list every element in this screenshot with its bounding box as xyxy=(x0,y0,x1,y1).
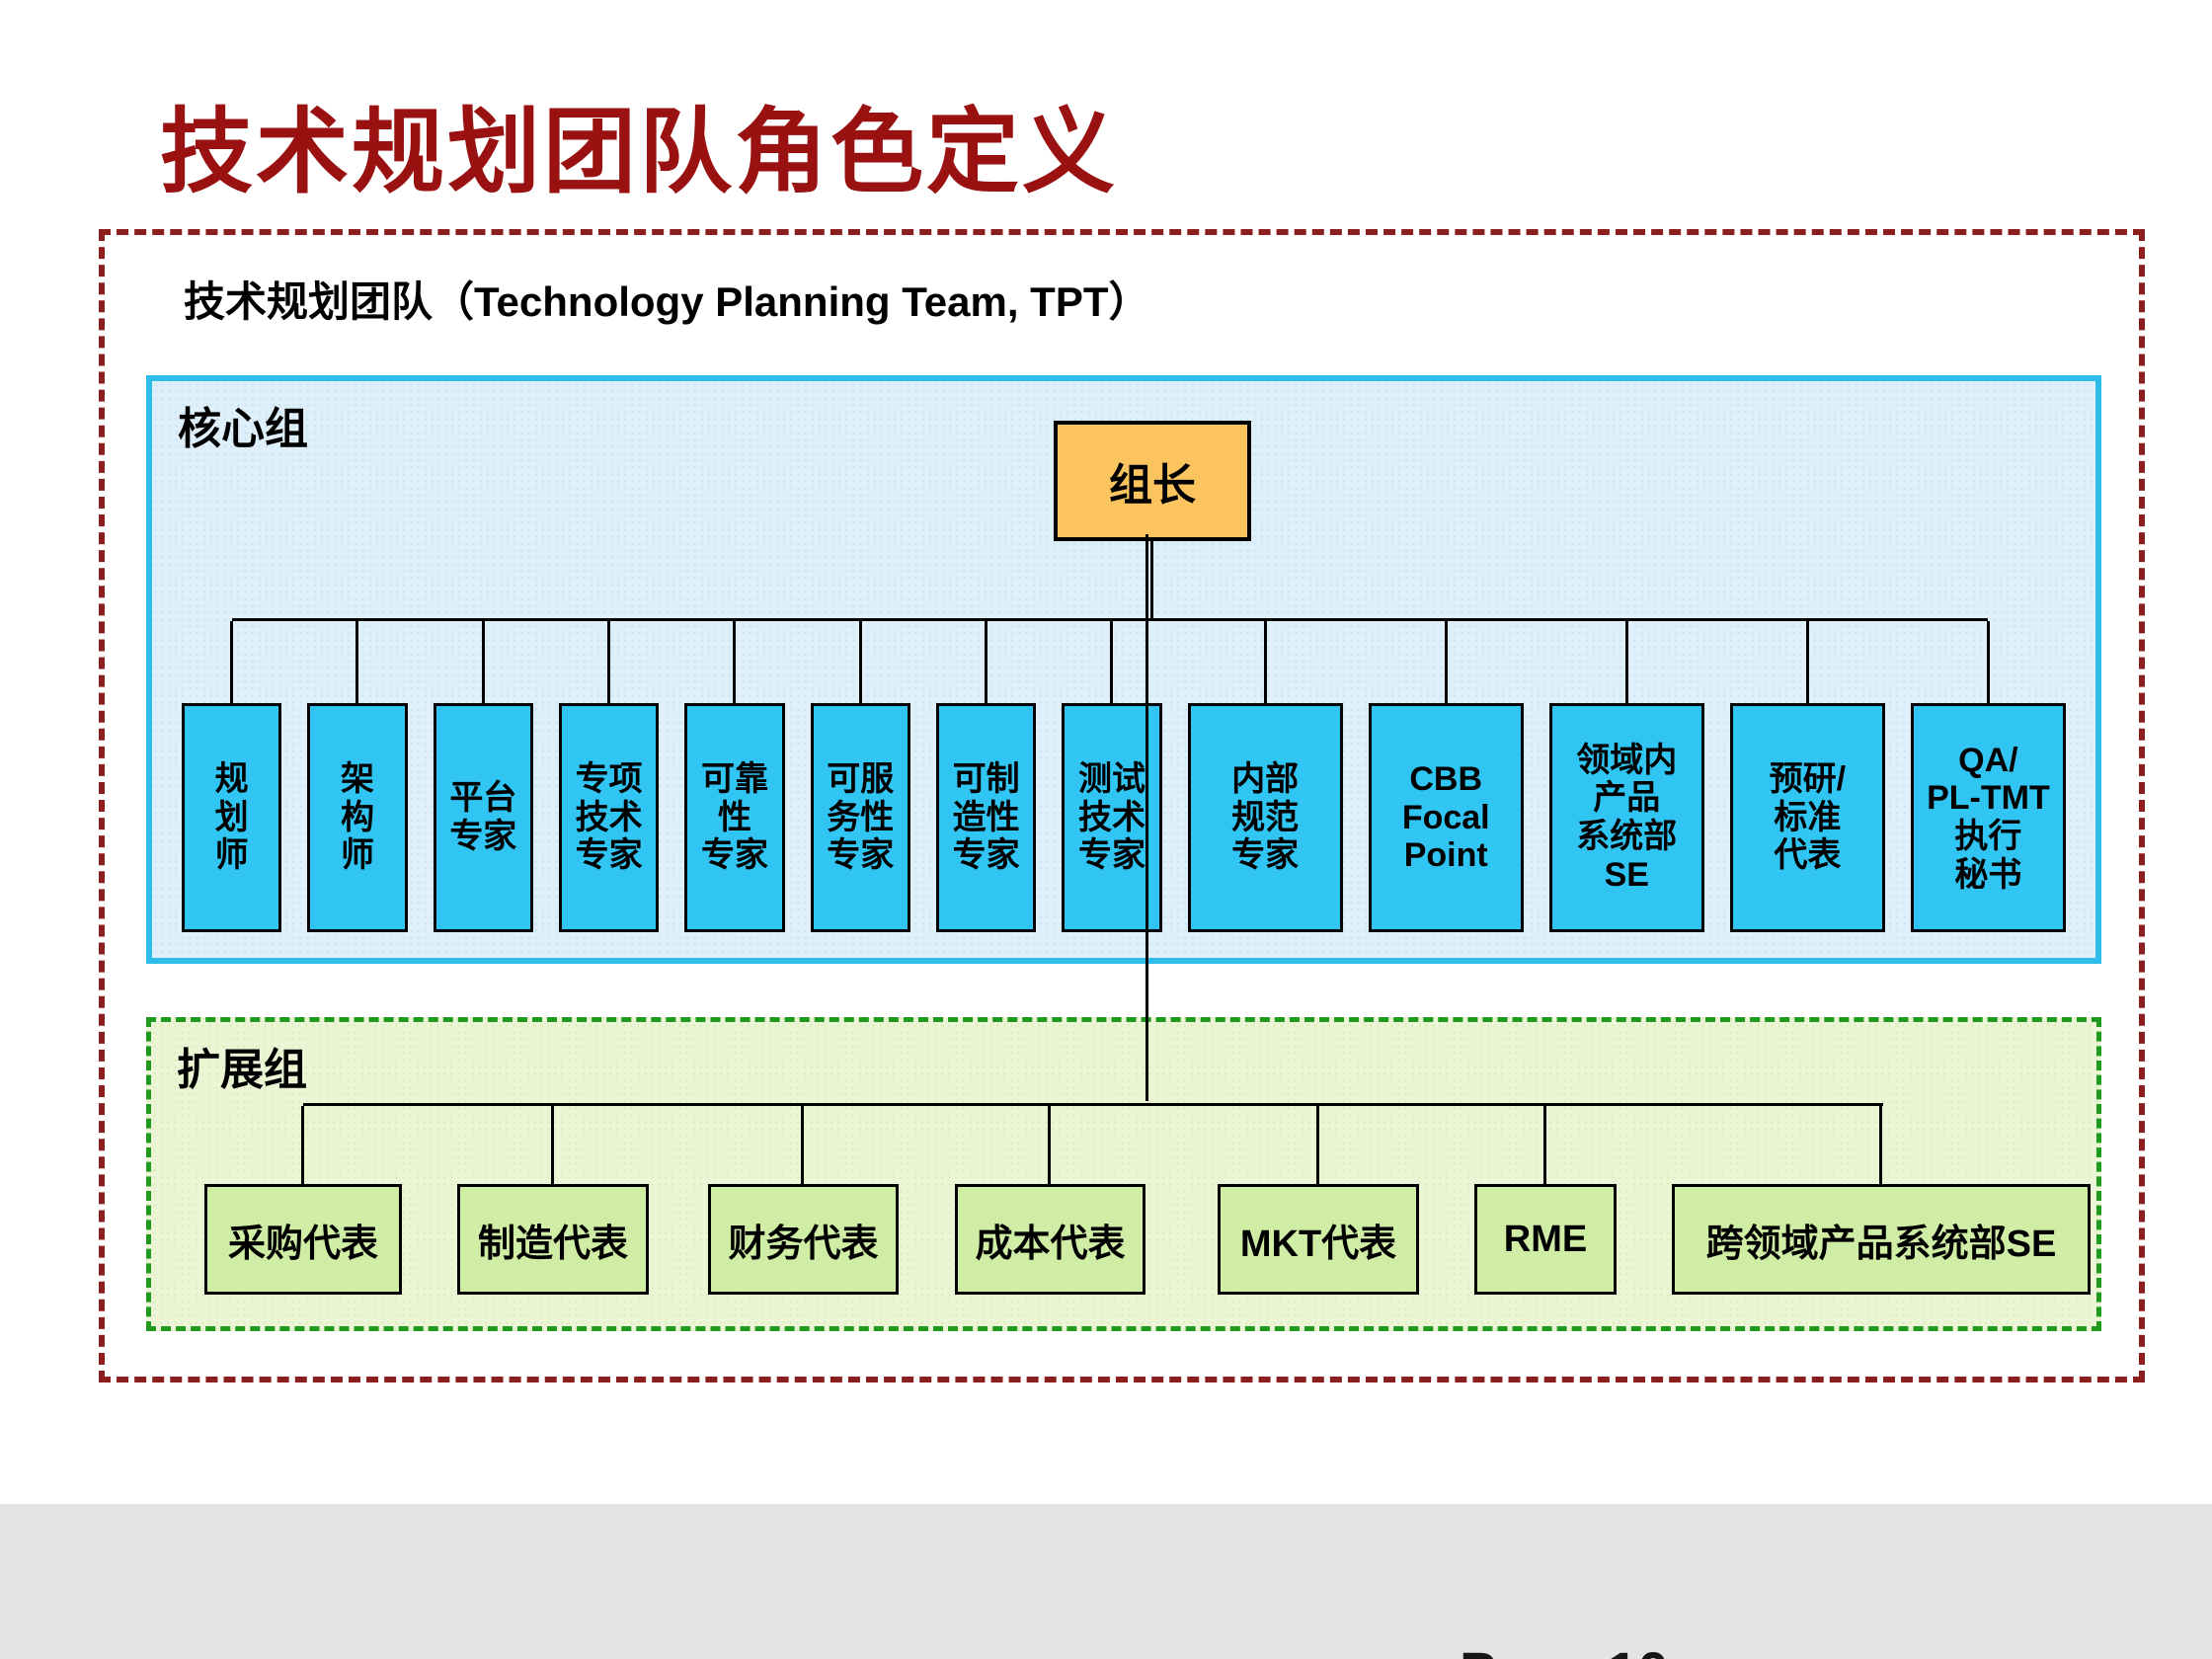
core-member-label: 预研/ 标准 代表 xyxy=(1769,759,1847,875)
core-members-row: 规 划 师 架 构 师 平台 专家 专项 技术 专家 可靠性 专家 可服 务性 … xyxy=(182,621,2066,932)
connector-line xyxy=(1624,621,1628,703)
connector-line xyxy=(858,621,862,703)
connector-line xyxy=(607,621,611,703)
connector-line xyxy=(230,621,234,703)
core-member-column: 预研/ 标准 代表 xyxy=(1729,621,1885,932)
core-member-label: 架 构 师 xyxy=(340,759,374,875)
core-member-column: 测试 技术 专家 xyxy=(1062,621,1162,932)
extended-group-label: 扩展组 xyxy=(177,1046,307,1094)
core-member-label: 可制 造性 专家 xyxy=(952,759,1020,875)
connector-line xyxy=(801,1106,804,1184)
core-member-box: 预研/ 标准 代表 xyxy=(1729,703,1885,932)
core-member-label: 测试 技术 专家 xyxy=(1077,759,1146,875)
connector-line xyxy=(481,621,485,703)
core-member-label: QA/ PL-TMT 执行 秘书 xyxy=(1927,741,2050,894)
core-member-box: 平台 专家 xyxy=(433,703,533,932)
core-member-box: 架 构 师 xyxy=(307,703,408,932)
extended-member-box: 财务代表 xyxy=(708,1184,899,1295)
connector-line xyxy=(1316,1106,1319,1184)
core-member-column: 领域内 产品 系统部 SE xyxy=(1548,621,1704,932)
page-number: Page 10 xyxy=(1460,1639,1669,1659)
core-member-column: 架 构 师 xyxy=(307,621,408,932)
connector-line xyxy=(1110,621,1114,703)
core-member-label: 规 划 师 xyxy=(214,759,249,875)
core-member-column: CBB Focal Point xyxy=(1368,621,1524,932)
tpt-subtitle: 技术规划团队（Technology Planning Team, TPT） xyxy=(184,278,1150,325)
core-member-column: 平台 专家 xyxy=(433,621,533,932)
core-member-box: 可制 造性 专家 xyxy=(935,703,1037,932)
core-member-column: 可服 务性 专家 xyxy=(810,621,910,932)
extended-member-box: 制造代表 xyxy=(457,1184,649,1295)
page-title: 技术规划团队角色定义 xyxy=(160,100,1119,203)
core-group-panel: 核心组 组长 规 划 师 架 构 师 平台 专家 专项 技术 专家 xyxy=(146,375,2101,964)
core-member-column: QA/ PL-TMT 执行 秘书 xyxy=(1910,621,2066,932)
connector-line xyxy=(356,621,359,703)
leader-box: 组长 xyxy=(1054,421,1251,541)
core-member-column: 可制 造性 专家 xyxy=(935,621,1037,932)
core-group-label: 核心组 xyxy=(178,405,308,453)
extended-member-box: 成本代表 xyxy=(955,1184,1146,1295)
connector-line xyxy=(303,1103,1883,1106)
core-member-label: 内部 规范 专家 xyxy=(1231,759,1300,875)
core-member-column: 可靠性 专家 xyxy=(684,621,785,932)
connector-line xyxy=(1146,534,1148,1101)
core-member-label: CBB Focal Point xyxy=(1401,759,1490,875)
core-member-column: 内部 规范 专家 xyxy=(1187,621,1343,932)
core-member-label: 专项 技术 专家 xyxy=(575,759,643,875)
extended-member-box: 跨领域产品系统部SE xyxy=(1672,1184,2091,1295)
core-member-column: 专项 技术 专家 xyxy=(558,621,660,932)
connector-line xyxy=(1150,541,1153,620)
extended-member-box: RME xyxy=(1474,1184,1617,1295)
core-member-box: 可靠性 专家 xyxy=(684,703,785,932)
core-member-box: 领域内 产品 系统部 SE xyxy=(1548,703,1704,932)
core-member-box: CBB Focal Point xyxy=(1368,703,1524,932)
core-member-box: 可服 务性 专家 xyxy=(810,703,910,932)
core-member-label: 领域内 产品 系统部 SE xyxy=(1576,741,1678,894)
connector-line xyxy=(1879,1106,1882,1184)
core-member-box: 专项 技术 专家 xyxy=(558,703,660,932)
core-member-box: QA/ PL-TMT 执行 秘书 xyxy=(1910,703,2066,932)
core-member-box: 内部 规范 专家 xyxy=(1187,703,1343,932)
extended-member-box: 采购代表 xyxy=(204,1184,402,1295)
connector-line xyxy=(301,1106,304,1184)
connector-line xyxy=(1805,621,1809,703)
core-member-label: 可服 务性 专家 xyxy=(827,759,895,875)
tpt-dashed-frame xyxy=(99,229,2145,1382)
connector-line xyxy=(232,618,1988,621)
connector-line xyxy=(1986,621,1990,703)
connector-line xyxy=(551,1106,554,1184)
connector-line xyxy=(1048,1106,1051,1184)
core-member-column: 规 划 师 xyxy=(182,621,282,932)
connector-line xyxy=(1444,621,1448,703)
core-member-label: 平台 专家 xyxy=(449,779,517,855)
core-member-label: 可靠性 专家 xyxy=(700,759,768,875)
connector-line xyxy=(733,621,737,703)
extended-member-box: MKT代表 xyxy=(1218,1184,1419,1295)
connector-line xyxy=(1263,621,1267,703)
connector-line xyxy=(985,621,988,703)
extended-group-panel: 扩展组 采购代表 制造代表 财务代表 成本代表 MKT代表 RME 跨领域产品系… xyxy=(146,1017,2101,1331)
connector-line xyxy=(1543,1106,1546,1184)
core-member-box: 测试 技术 专家 xyxy=(1062,703,1162,932)
footer-band xyxy=(0,1504,2212,1659)
core-member-box: 规 划 师 xyxy=(182,703,282,932)
